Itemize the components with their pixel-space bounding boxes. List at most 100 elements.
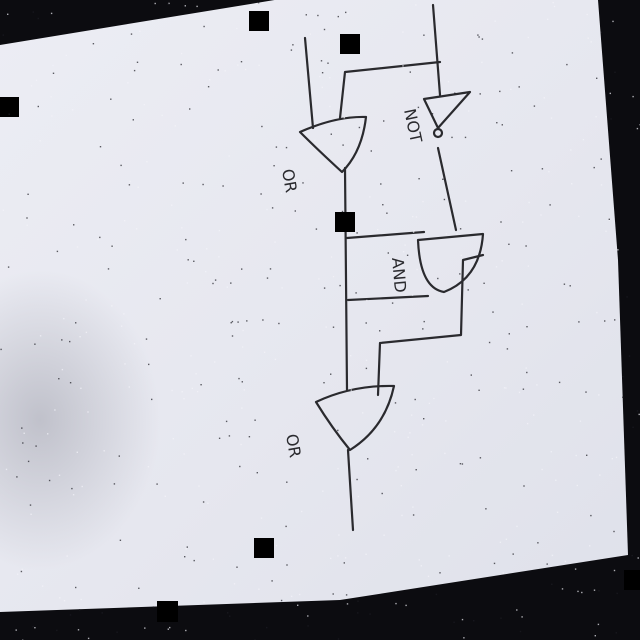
noise-dot [546,563,548,565]
noise-dot [518,86,520,88]
noise-dot [231,320,234,323]
noise-dot [521,616,523,618]
noise-dot [330,557,332,560]
noise-dot [32,11,34,13]
noise-dot [598,394,600,396]
noise-dot [233,583,236,585]
noise-dot [518,391,521,394]
noise-dot [167,628,169,630]
noise-dot [446,361,449,363]
noise-dot [357,600,359,602]
noise-dot [412,215,414,218]
noise-dot [413,230,416,232]
noise-dot [571,183,573,185]
noise-dot [65,54,67,57]
noise-dot [637,557,639,559]
noise-dot [600,31,602,34]
noise-dot [615,632,617,634]
noise-dot [58,474,61,476]
noise-dot [34,627,36,629]
noise-dot [7,266,10,268]
noise-dot [365,322,367,324]
noise-dot [119,539,122,541]
occlusion-square [335,212,355,232]
noise-dot [103,450,105,452]
noise-dot [337,638,340,640]
noise-dot [525,367,527,369]
noise-dot [481,61,483,64]
noise-dot [516,525,518,528]
noise-dot [21,568,23,571]
noise-dot [410,414,413,416]
noise-dot [550,117,553,119]
noise-dot [246,320,248,322]
noise-dot [595,116,597,118]
noise-dot [369,196,371,198]
noise-dot [536,384,538,386]
noise-dot [442,178,444,180]
noise-dot [612,20,614,23]
noise-dot [493,562,496,565]
noise-dot [79,336,81,338]
noise-dot [617,249,619,251]
noise-dot [418,559,420,561]
noise-dot [71,109,74,111]
noise-dot [107,268,110,270]
noise-dot [428,402,431,405]
noise-dot [63,600,66,602]
noise-dot [72,494,75,496]
noise-dot [459,273,461,275]
noise-dot [500,617,502,619]
paper-shadow [0,270,160,570]
noise-dot [97,238,99,241]
noise-dot [415,216,418,218]
noise-dot [345,594,348,596]
noise-dot [459,463,462,465]
noise-dot [325,326,327,328]
noise-dot [99,236,101,239]
noise-dot [533,414,535,416]
noise-dot [56,629,58,632]
noise-dot [502,572,504,574]
noise-dot [2,34,4,36]
noise-dot [527,265,530,267]
noise-dot [626,296,628,298]
noise-dot [357,495,360,498]
noise-dot [120,164,122,167]
noise-dot [356,232,358,234]
noise-dot [613,569,616,572]
noise-dot [477,34,479,36]
noise-dot [409,71,411,73]
noise-dot [222,185,224,187]
noise-dot [587,37,589,39]
noise-dot [362,412,364,414]
noise-dot [20,570,23,573]
noise-dot [217,69,219,71]
noise-dot [448,555,450,557]
noise-dot [207,502,209,504]
noise-dot [597,623,600,626]
noise-dot [569,285,571,287]
noise-dot [54,409,56,411]
noise-dot [337,467,339,470]
noise-dot [35,445,37,447]
noise-dot [636,127,639,130]
noise-dot [146,161,148,163]
noise-dot [342,144,344,146]
noise-dot [185,629,187,632]
noise-dot [355,292,357,294]
noise-dot [405,604,407,607]
occlusion-squares [0,11,640,622]
noise-dot [27,460,30,463]
noise-dot [2,209,5,211]
noise-dot [154,2,156,5]
noise-dot [541,168,544,170]
noise-dot [16,476,18,478]
noise-dot [180,63,182,66]
noise-dot [323,287,326,289]
noise-dot [285,525,287,528]
noise-dot [29,504,32,506]
noise-dot [391,302,394,304]
noise-dot [366,299,368,302]
noise-dot [309,33,312,35]
